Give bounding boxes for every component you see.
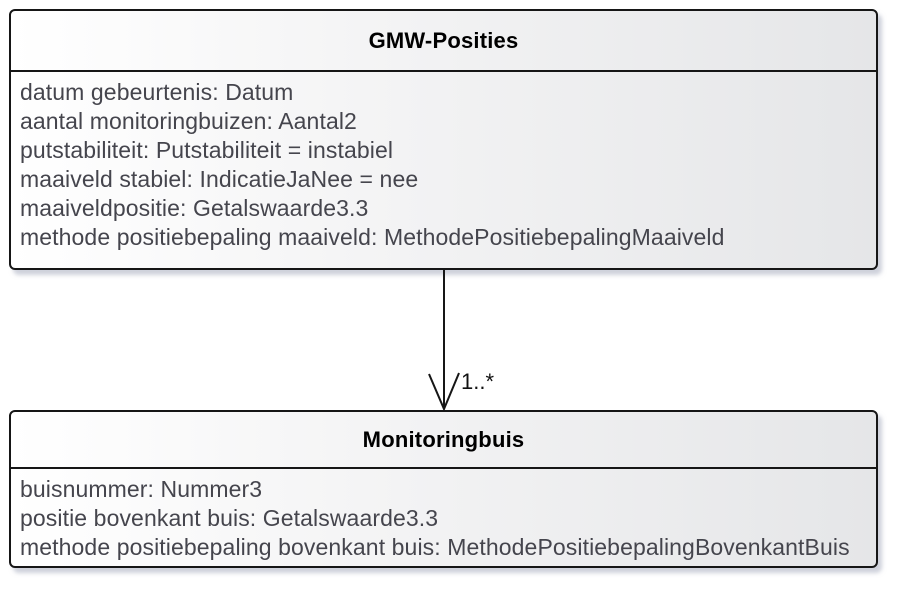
attribute-line: buisnummer: Nummer3 — [20, 476, 263, 502]
attribute-line: methode positiebepaling bovenkant buis: … — [20, 534, 850, 560]
class-attributes-monitoringbuis: buisnummer: Nummer3 positie bovenkant bui… — [11, 469, 876, 562]
multiplicity-label: 1..* — [461, 369, 495, 394]
attribute-line: positie bovenkant buis: Getalswaarde3.3 — [20, 505, 439, 531]
uml-class-monitoringbuis[interactable]: Monitoringbuis buisnummer: Nummer3 positi… — [9, 410, 878, 568]
attribute-line: aantal monitoringbuizen: Aantal2 — [20, 108, 357, 134]
attribute-line: datum gebeurtenis: Datum — [20, 79, 294, 105]
uml-class-gmw-posities[interactable]: GMW-Posities datum gebeurtenis: Datum aan… — [9, 9, 878, 270]
class-title-monitoringbuis: Monitoringbuis — [11, 412, 876, 469]
attribute-line: maaiveldpositie: Getalswaarde3.3 — [20, 195, 369, 221]
class-attributes-gmw-posities: datum gebeurtenis: Datum aantal monitorin… — [11, 72, 876, 252]
association-arrow[interactable] — [424, 270, 468, 411]
attribute-line: maaiveld stabiel: IndicatieJaNee = nee — [20, 166, 419, 192]
class-title-gmw-posities: GMW-Posities — [11, 11, 876, 72]
attribute-line: methode positiebepaling maaiveld: Method… — [20, 224, 725, 250]
attribute-line: putstabiliteit: Putstabiliteit = instabi… — [20, 137, 394, 163]
